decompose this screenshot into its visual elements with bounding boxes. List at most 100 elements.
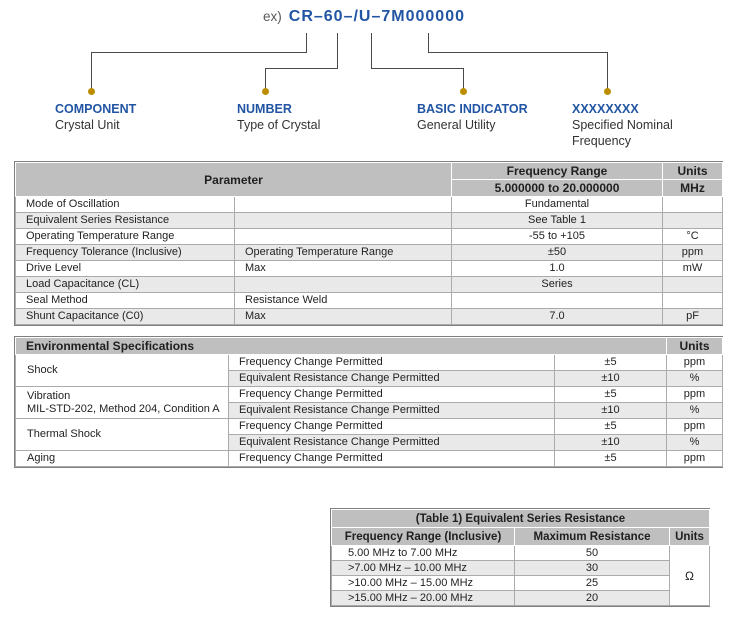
cell-units-ohm: Ω xyxy=(669,545,710,606)
cell-value: -55 to +105 xyxy=(451,228,663,245)
connector-line xyxy=(306,33,307,52)
table-header-row: (Table 1) Equivalent Series Resistance xyxy=(331,509,710,528)
cell-frequency-range: >10.00 MHz – 15.00 MHz xyxy=(331,575,515,591)
part-number-example: ex) CR–60–/U–7M000000 xyxy=(263,8,465,26)
cell-units xyxy=(662,196,723,213)
table-row: Equivalent Resistance Change Permitted ±… xyxy=(16,434,723,451)
cell-value: See Table 1 xyxy=(451,212,663,229)
cell-condition xyxy=(234,228,452,245)
connector-line xyxy=(428,33,429,52)
parameter-spec-table: Parameter Frequency Range Units 5.000000… xyxy=(14,161,723,326)
cell-value: 1.0 xyxy=(451,260,663,277)
cell-resistance: 30 xyxy=(514,560,670,576)
connector-dot xyxy=(604,88,611,95)
group-name: Shock xyxy=(27,364,58,376)
cell-parameter: Frequency Tolerance (Inclusive) xyxy=(15,244,235,261)
table-header-row: Frequency Range (Inclusive) Maximum Resi… xyxy=(331,527,710,546)
diagram-label-frequency: XXXXXXXX Specified Nominal Frequency xyxy=(572,101,673,149)
resistance-table-title: (Table 1) Equivalent Series Resistance xyxy=(331,509,710,528)
table-row: Shock Frequency Change Permitted ±5 ppm xyxy=(15,354,723,387)
connector-line xyxy=(607,52,608,89)
table-row: >10.00 MHz – 15.00 MHz 25 xyxy=(331,575,710,591)
table-row: Load Capacitance (CL) Series xyxy=(15,276,723,293)
cell-condition: Max xyxy=(234,260,452,277)
cell-frequency-range: >15.00 MHz – 20.00 MHz xyxy=(331,590,515,606)
label-title: BASIC INDICATOR xyxy=(417,102,528,116)
cell-parameter: Frequency Change Permitted xyxy=(228,354,555,371)
env-table-title: Environmental Specifications xyxy=(15,337,667,355)
connector-line xyxy=(371,68,464,69)
col-header-max-resistance: Maximum Resistance xyxy=(514,527,670,546)
group-vibration: Vibration MIL-STD-202, Method 204, Condi… xyxy=(15,386,229,419)
cell-value: ±5 xyxy=(554,450,667,467)
col-header-parameter: Parameter xyxy=(15,162,452,197)
table-row: 5.00 MHz to 7.00 MHz 50 Ω xyxy=(331,545,710,606)
label-title: COMPONENT xyxy=(55,102,137,116)
cell-units: ppm xyxy=(666,450,723,467)
group-shock: Shock xyxy=(15,354,229,387)
cell-units: % xyxy=(666,370,723,387)
cell-parameter: Equivalent Resistance Change Permitted xyxy=(228,370,555,387)
cell-resistance: 50 xyxy=(514,545,670,561)
table-row: Equivalent Series Resistance See Table 1 xyxy=(15,212,723,229)
cell-parameter: Seal Method xyxy=(15,292,235,309)
cell-parameter: Equivalent Series Resistance xyxy=(15,212,235,229)
cell-condition: Resistance Weld xyxy=(234,292,452,309)
cell-condition xyxy=(234,196,452,213)
cell-units: ppm xyxy=(662,244,723,261)
connector-line xyxy=(463,68,464,89)
table-row: Shunt Capacitance (C0) Max 7.0 pF xyxy=(15,308,723,325)
cell-resistance: 20 xyxy=(514,590,670,606)
cell-parameter: Frequency Change Permitted xyxy=(228,418,555,435)
cell-value: ±10 xyxy=(554,402,667,419)
cell-units xyxy=(662,212,723,229)
cell-units: % xyxy=(666,434,723,451)
part-number: CR–60–/U–7M000000 xyxy=(288,8,465,25)
group-name: Aging xyxy=(27,452,56,464)
cell-parameter: Operating Temperature Range xyxy=(15,228,235,245)
connector-line xyxy=(265,68,266,89)
resistance-table: (Table 1) Equivalent Series Resistance F… xyxy=(330,508,710,607)
table-row: Thermal Shock Frequency Change Permitted… xyxy=(15,418,723,451)
table-row: Equivalent Resistance Change Permitted ±… xyxy=(16,402,723,419)
table-row: Seal Method Resistance Weld xyxy=(15,292,723,309)
col-header-frequency-range: Frequency Range xyxy=(451,162,663,180)
cell-units: °C xyxy=(662,228,723,245)
col-header-units: Units xyxy=(666,337,723,355)
connector-line xyxy=(428,52,608,53)
table-row: >7.00 MHz – 10.00 MHz 30 xyxy=(331,560,710,576)
cell-resistance: 25 xyxy=(514,575,670,591)
cell-frequency-range: 5.00 MHz to 7.00 MHz xyxy=(331,545,515,561)
cell-parameter: Equivalent Resistance Change Permitted xyxy=(228,434,555,451)
cell-value: ±10 xyxy=(554,434,667,451)
cell-units: pF xyxy=(662,308,723,325)
example-prefix: ex) xyxy=(263,9,282,24)
group-thermal-shock: Thermal Shock xyxy=(15,418,229,451)
group-subname: MIL-STD-202, Method 204, Condition A xyxy=(27,402,220,415)
table-row: Vibration MIL-STD-202, Method 204, Condi… xyxy=(15,386,723,419)
cell-condition xyxy=(234,276,452,293)
frequency-range-units: MHz xyxy=(662,179,723,197)
cell-units: ppm xyxy=(666,386,723,403)
cell-condition: Operating Temperature Range xyxy=(234,244,452,261)
cell-units: ppm xyxy=(666,354,723,371)
col-header-units: Units xyxy=(669,527,710,546)
cell-value: Series xyxy=(451,276,663,293)
table-row: Mode of Oscillation Fundamental xyxy=(15,196,723,213)
label-subtitle: Type of Crystal xyxy=(237,118,321,132)
label-subtitle: General Utility xyxy=(417,118,496,132)
cell-value: ±50 xyxy=(451,244,663,261)
cell-value: ±5 xyxy=(554,386,667,403)
cell-condition: Max xyxy=(234,308,452,325)
label-subtitle: Specified Nominal xyxy=(572,118,673,132)
table-header-row: Environmental Specifications Units xyxy=(15,337,723,355)
connector-line xyxy=(265,68,338,69)
cell-units xyxy=(662,276,723,293)
cell-units: ppm xyxy=(666,418,723,435)
cell-parameter: Equivalent Resistance Change Permitted xyxy=(228,402,555,419)
cell-units: % xyxy=(666,402,723,419)
label-title: XXXXXXXX xyxy=(572,102,639,116)
cell-parameter: Frequency Change Permitted xyxy=(228,450,555,467)
col-header-units: Units xyxy=(662,162,723,180)
